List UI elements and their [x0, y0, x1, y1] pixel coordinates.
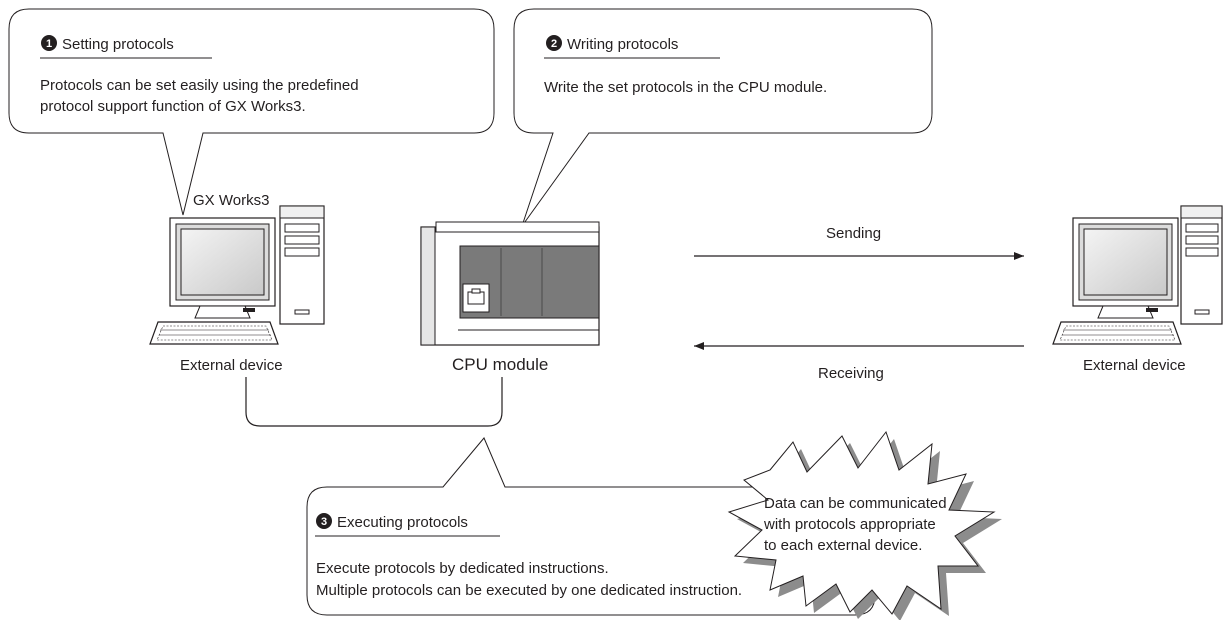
callout-text-line-1: Protocols can be set easily using the pr… — [40, 77, 359, 94]
callout-title: Writing protocols — [567, 36, 678, 53]
burst-text-line-3: to each external device. — [764, 537, 922, 554]
callout-executing-protocols: 3 Executing protocols Execute protocols … — [306, 437, 876, 616]
gx-works-label: GX Works3 — [193, 192, 269, 209]
callout-title: Executing protocols — [337, 514, 468, 531]
step-number: 1 — [46, 38, 52, 50]
sending-arrow: Sending — [694, 225, 1024, 260]
callout-text-line-2: protocol support function of GX Works3. — [40, 98, 306, 115]
receiving-label: Receiving — [818, 365, 884, 382]
sending-label: Sending — [826, 225, 881, 242]
starburst-shape — [727, 430, 996, 615]
burst-text-line-2: with protocols appropriate — [763, 516, 936, 533]
left-device-label: External device — [180, 357, 283, 374]
callout-bubble — [513, 8, 933, 227]
burst-text-line-1: Data can be communicated — [764, 495, 947, 512]
step-2-badge — [546, 35, 562, 51]
left-pc-illustration: GX Works3 External device — [149, 192, 325, 374]
step-number: 3 — [321, 516, 327, 528]
execution-bracket — [245, 377, 503, 427]
starburst-note: Data can be communicated with protocols … — [727, 430, 1002, 620]
cpu-module-label: CPU module — [452, 355, 548, 374]
right-device-label: External device — [1083, 357, 1186, 374]
step-3-badge — [316, 513, 332, 529]
receiving-arrow: Receiving — [694, 342, 1024, 382]
callout-bubble — [8, 8, 495, 216]
callout-text-line-2: Multiple protocols can be executed by on… — [316, 582, 742, 599]
callout-text-line-1: Write the set protocols in the CPU modul… — [544, 79, 827, 96]
right-pc-illustration: External device — [1052, 205, 1223, 374]
cpu-module-illustration: CPU module — [420, 221, 600, 374]
callout-setting-protocols: 1 Setting protocols Protocols can be set… — [8, 8, 495, 216]
step-number: 2 — [551, 38, 557, 50]
callout-text-line-1: Execute protocols by dedicated instructi… — [316, 560, 609, 577]
callout-writing-protocols: 2 Writing protocols Write the set protoc… — [513, 8, 933, 227]
callout-title: Setting protocols — [62, 36, 174, 53]
step-1-badge — [41, 35, 57, 51]
